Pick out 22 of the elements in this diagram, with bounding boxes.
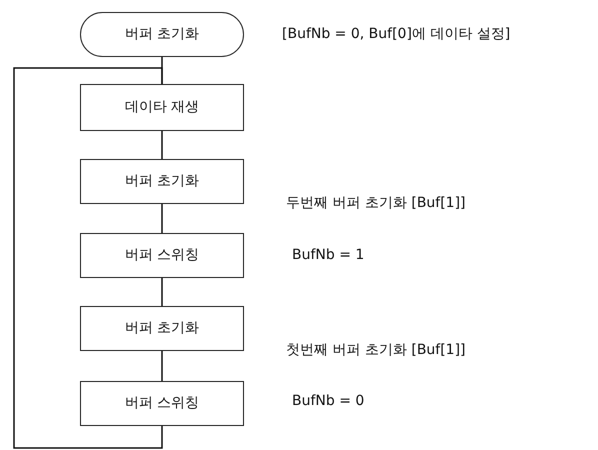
process-box <box>80 381 244 426</box>
annotation-text: 첫번째 버퍼 초기화 [Buf[1]] <box>286 341 466 360</box>
node-label: 버퍼 스위칭 <box>124 394 200 413</box>
connector-line <box>13 67 163 449</box>
process-box <box>80 306 244 351</box>
process-box <box>80 233 244 278</box>
node-label: 버퍼 초기화 <box>124 319 200 338</box>
node-label: 데이타 재생 <box>124 98 200 117</box>
annotation-text: BufNb = 0 <box>292 392 364 411</box>
annotation-text: [BufNb = 0, Buf[0]에 데이타 설정] <box>282 25 510 44</box>
terminal-box <box>80 12 244 57</box>
annotation-text: 두번째 버퍼 초기화 [Buf[1]] <box>286 194 466 213</box>
node-label: 버퍼 초기화 <box>124 172 200 191</box>
process-box <box>80 84 244 131</box>
connector-line <box>161 204 163 233</box>
annotation-text: BufNb = 1 <box>292 246 364 265</box>
connector-line <box>161 351 163 381</box>
process-box <box>80 159 244 204</box>
connector-line <box>161 278 163 306</box>
connector-line <box>161 131 163 159</box>
node-label: 버퍼 초기화 <box>124 25 200 44</box>
node-label: 버퍼 스위칭 <box>124 246 200 265</box>
